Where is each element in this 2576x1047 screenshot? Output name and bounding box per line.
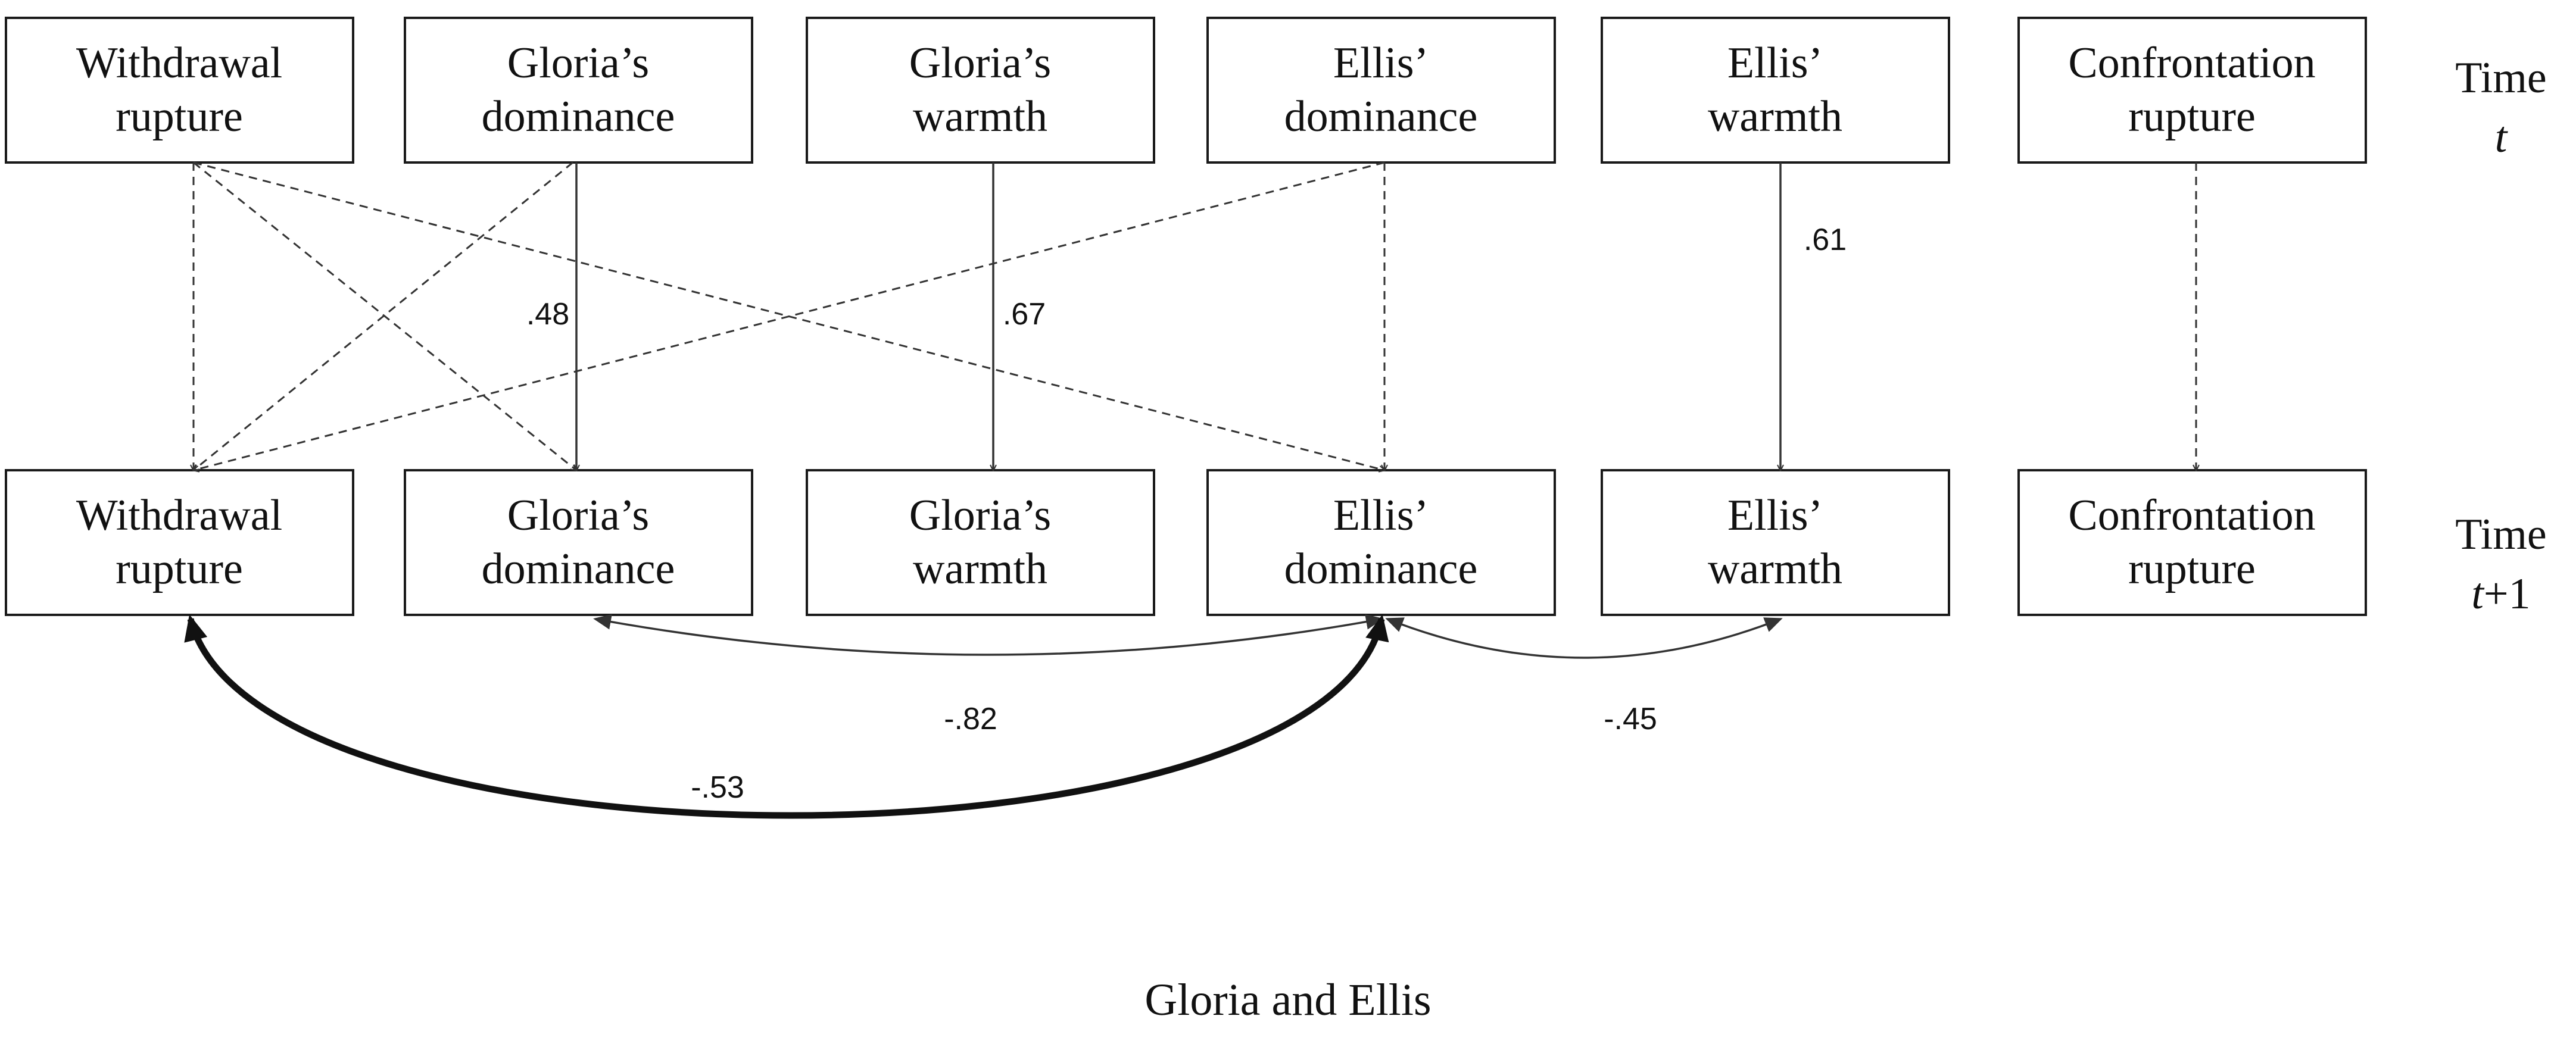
time-symbol: t+1: [2471, 570, 2530, 618]
node-line: Gloria’s: [507, 39, 649, 87]
node-line: warmth: [913, 92, 1047, 141]
coefficient-covariance-withdrawal-ellis: -.53: [691, 770, 744, 805]
path-gloria-dominance-to-withdrawal: [194, 161, 573, 470]
time-symbol-rest: +1: [2484, 570, 2531, 618]
node-line: warmth: [913, 545, 1047, 593]
covariance-gloria-ellis-dominance: [593, 614, 1384, 656]
coefficient-gloria-warmth: .67: [1003, 297, 1046, 332]
time-label-t: Time t: [2455, 54, 2547, 162]
node-line: Withdrawal: [76, 39, 282, 87]
time-symbol: t: [2495, 113, 2509, 162]
node-line: dominance: [482, 545, 675, 593]
node-gloria-warmth-t: Gloria’s warmth: [806, 17, 1155, 164]
node-ellis-warmth-t: Ellis’ warmth: [1601, 17, 1950, 164]
node-line: dominance: [482, 92, 675, 141]
node-line: Ellis’: [1333, 39, 1429, 87]
node-line: rupture: [116, 92, 243, 141]
node-line: Gloria’s: [507, 491, 649, 540]
node-line: warmth: [1708, 92, 1842, 141]
time-word: Time: [2455, 510, 2547, 559]
node-gloria-warmth-t1: Gloria’s warmth: [806, 469, 1155, 616]
node-line: Confrontation: [2068, 491, 2315, 540]
node-line: dominance: [1284, 545, 1478, 593]
figure-caption: Gloria and Ellis: [1144, 975, 1431, 1025]
node-withdrawal-rupture-t: Withdrawal rupture: [5, 17, 354, 164]
path-ellis-dominance-to-withdrawal: [194, 161, 1385, 470]
coefficient-covariance-ellis-dominance-warmth: -.45: [1604, 702, 1657, 736]
coefficient-gloria-dominance: .48: [526, 297, 569, 332]
time-label-t1: Time t+1: [2455, 510, 2547, 618]
node-ellis-dominance-t1: Ellis’ dominance: [1206, 469, 1556, 616]
path-withdrawal-to-gloria-dominance: [193, 161, 576, 470]
node-confrontation-rupture-t1: Confrontation rupture: [2017, 469, 2367, 616]
node-line: rupture: [2128, 92, 2256, 141]
node-line: warmth: [1708, 545, 1842, 593]
node-withdrawal-rupture-t1: Withdrawal rupture: [5, 469, 354, 616]
node-line: Gloria’s: [909, 39, 1051, 87]
covariance-ellis-dominance-ellis-warmth: [1385, 617, 1783, 659]
node-line: Withdrawal: [76, 491, 282, 540]
node-line: Confrontation: [2068, 39, 2315, 87]
node-line: Gloria’s: [909, 491, 1051, 540]
node-line: rupture: [116, 545, 243, 593]
paths: [193, 161, 2196, 470]
node-line: rupture: [2128, 545, 2256, 593]
time-symbol-italic: t: [2471, 570, 2485, 618]
node-line: dominance: [1284, 92, 1478, 141]
node-ellis-dominance-t: Ellis’ dominance: [1206, 17, 1556, 164]
coefficient-covariance-gloria-ellis: -.82: [944, 702, 997, 736]
node-line: Ellis’: [1333, 491, 1429, 540]
time-word: Time: [2455, 54, 2547, 102]
node-line: Ellis’: [1727, 39, 1823, 87]
node-ellis-warmth-t1: Ellis’ warmth: [1601, 469, 1950, 616]
node-line: Ellis’: [1727, 491, 1823, 540]
node-confrontation-rupture-t: Confrontation rupture: [2017, 17, 2367, 164]
covariance-withdrawal-ellis-dominance: [184, 614, 1389, 819]
node-gloria-dominance-t: Gloria’s dominance: [404, 17, 753, 164]
covariances: [184, 614, 1783, 819]
node-gloria-dominance-t1: Gloria’s dominance: [404, 469, 753, 616]
coefficient-ellis-warmth: .61: [1804, 223, 1847, 257]
